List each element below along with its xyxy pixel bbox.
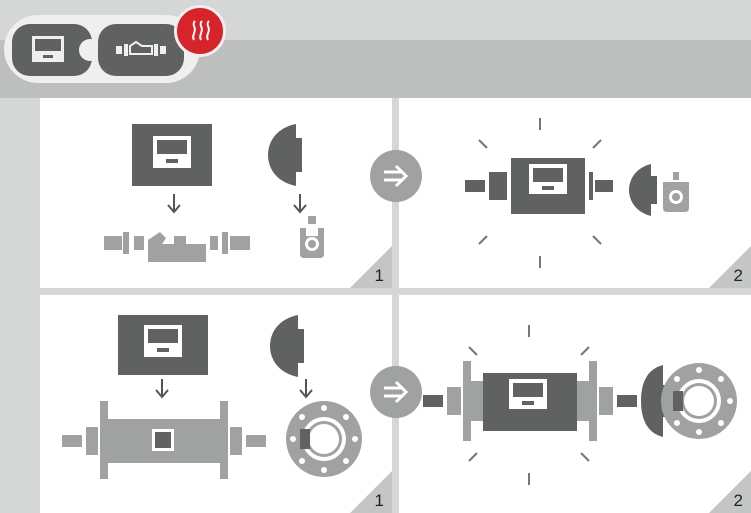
sensor-cap-icon (270, 315, 304, 377)
down-arrow-icon (293, 194, 307, 214)
next-step-arrow (370, 150, 422, 202)
meter-body-icon (98, 24, 184, 76)
sensor-housing-icon (300, 216, 324, 258)
assembled-meter-icon (465, 158, 613, 214)
heating-badge (174, 5, 226, 57)
calculator-module-icon (12, 24, 92, 76)
corner-tab (350, 246, 392, 288)
corner-tab (709, 246, 751, 288)
assembled-flanged-meter-icon (423, 361, 637, 441)
calculator-module-icon (132, 124, 212, 186)
sensor-cap-icon (268, 124, 302, 186)
left-rail (0, 98, 40, 513)
flange-ring-icon (286, 401, 362, 477)
double-arrow-right-icon (384, 380, 409, 404)
heating-icon (192, 20, 210, 41)
step-number: 1 (374, 491, 384, 510)
step-number: 2 (733, 491, 743, 510)
activity-rays-icon (468, 325, 590, 485)
panel-row1-step2: 2 (399, 98, 751, 288)
step-number: 1 (374, 266, 384, 285)
sensor-assembled-icon (629, 164, 689, 216)
activity-rays-icon (478, 118, 602, 268)
calculator-module-icon (118, 315, 208, 375)
corner-tab (350, 471, 392, 513)
panel-row1-step1: 1 (40, 98, 392, 288)
flanged-meter-body-icon (62, 401, 266, 479)
down-arrow-icon (155, 379, 169, 399)
down-arrow-icon (167, 194, 181, 214)
panel-row2-step1: 1 (40, 295, 392, 513)
connector-icon (79, 39, 101, 61)
next-step-arrow (370, 366, 422, 418)
down-arrow-icon (299, 379, 313, 399)
sensor-flange-assembled-icon (641, 363, 737, 439)
meter-base-icon (104, 232, 250, 262)
corner-tab (709, 471, 751, 513)
double-arrow-right-icon (384, 164, 409, 188)
step-number: 2 (733, 266, 743, 285)
panel-row2-step2: 2 (399, 295, 751, 513)
